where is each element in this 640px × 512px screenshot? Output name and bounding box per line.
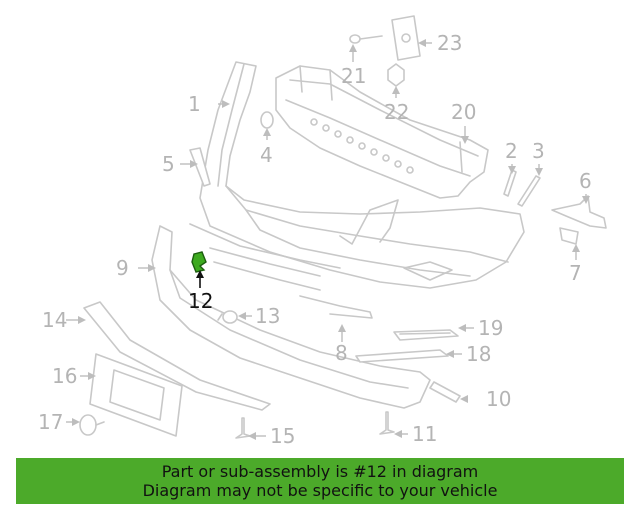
part-23-bracket [391, 15, 421, 61]
callout-17: 17 [38, 410, 63, 434]
callout-3: 3 [532, 139, 545, 163]
callout-7: 7 [569, 261, 582, 285]
leader-lines [66, 39, 590, 440]
part-4-grommet [260, 111, 274, 129]
callout-20: 20 [451, 100, 476, 124]
part-3-clip [517, 175, 541, 207]
banner-line-1: Part or sub-assembly is #12 in diagram [161, 462, 479, 481]
part-1-bumper-cover [199, 61, 525, 289]
part-17-screw [79, 414, 105, 436]
callout-labels: 1 2 3 4 5 6 7 8 9 10 11 12 13 14 15 16 1… [38, 31, 592, 448]
callout-6: 6 [579, 169, 592, 193]
callout-16: 16 [52, 364, 77, 388]
callout-11: 11 [412, 422, 437, 446]
parts-diagram: 1 2 3 4 5 6 7 8 9 10 11 12 13 14 15 16 1… [38, 15, 607, 448]
callout-18: 18 [466, 342, 491, 366]
part-15-fastener [235, 417, 251, 439]
callout-22: 22 [384, 100, 409, 124]
lower-grille [189, 223, 341, 291]
callout-14: 14 [42, 308, 67, 332]
info-banner: Part or sub-assembly is #12 in diagram D… [16, 458, 624, 504]
part-21-stud [349, 34, 383, 44]
leader-12 [196, 270, 204, 288]
part-10-sensor [429, 381, 461, 403]
part-20-reinforcement [275, 65, 489, 199]
part-19-trim [393, 329, 459, 341]
part-18-trim [355, 349, 449, 363]
part-6-bracket [551, 195, 607, 229]
callout-2: 2 [505, 139, 518, 163]
part-2-clip [503, 169, 517, 197]
callout-5: 5 [162, 152, 175, 176]
part-13-clip [217, 310, 238, 324]
part-22-nut [387, 63, 405, 87]
part-11-fastener [379, 411, 395, 435]
part-7-bracket [559, 227, 579, 245]
callout-13: 13 [255, 304, 280, 328]
callout-10: 10 [486, 387, 511, 411]
callout-12: 12 [188, 289, 213, 313]
callout-19: 19 [478, 316, 503, 340]
callout-4: 4 [260, 143, 273, 167]
banner-line-2: Diagram may not be specific to your vehi… [142, 481, 498, 500]
callout-15: 15 [270, 424, 295, 448]
part-12-highlighted[interactable] [191, 251, 207, 273]
callout-9: 9 [116, 256, 129, 280]
part-5-bracket [189, 147, 211, 187]
callout-23: 23 [437, 31, 462, 55]
callout-8: 8 [335, 341, 348, 365]
part-8-trim [299, 295, 373, 319]
part-16-license-bracket [89, 353, 183, 437]
part-14-strip [83, 301, 271, 411]
callout-1: 1 [188, 92, 201, 116]
callout-21: 21 [341, 64, 366, 88]
